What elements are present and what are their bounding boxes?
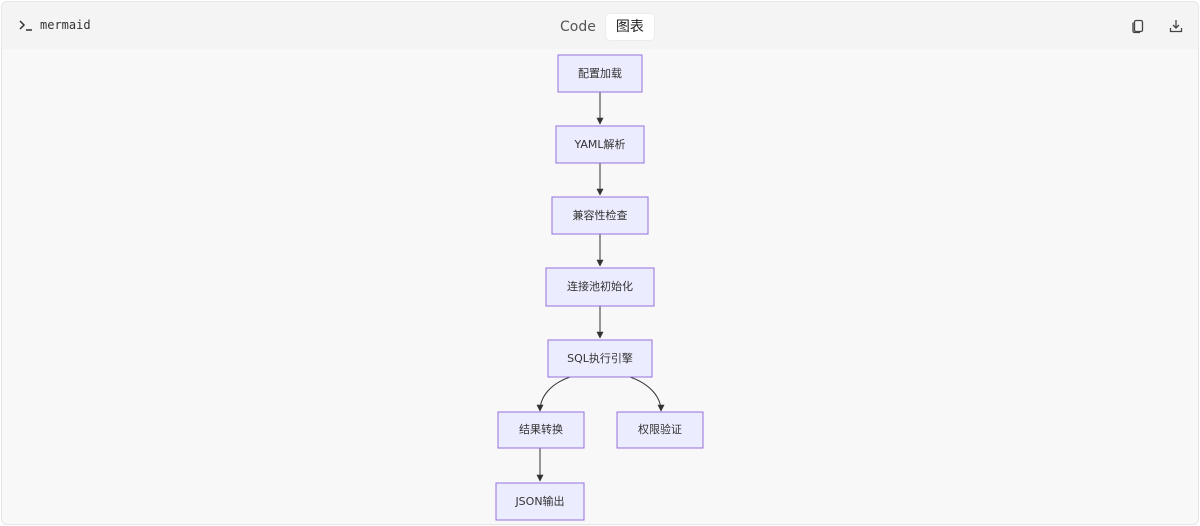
node-label: SQL执行引擎 — [567, 351, 633, 365]
node-json-output[interactable]: JSON输出 — [495, 482, 585, 521]
node-label: 权限验证 — [638, 422, 682, 436]
node-label: 结果转换 — [519, 422, 563, 436]
tab-diagram[interactable]: 图表 — [605, 14, 654, 40]
node-auth-check[interactable]: 权限验证 — [616, 411, 704, 449]
terminal-prompt-icon — [19, 20, 32, 31]
diagram-canvas: 配置加载 YAML解析 兼容性检查 连接池初始化 SQL执行引擎 结果转换 — [2, 49, 1198, 524]
node-pool-init[interactable]: 连接池初始化 — [545, 267, 655, 307]
node-label: 连接池初始化 — [567, 279, 633, 293]
node-yaml-parse[interactable]: YAML解析 — [555, 125, 645, 164]
node-compat-check[interactable]: 兼容性检查 — [551, 196, 649, 235]
node-result-convert[interactable]: 结果转换 — [497, 411, 585, 449]
flowchart-svg: 配置加载 YAML解析 兼容性检查 连接池初始化 SQL执行引擎 结果转换 — [495, 54, 704, 521]
language-label: mermaid — [18, 18, 91, 32]
node-label: 兼容性检查 — [573, 208, 628, 222]
download-button[interactable] — [1166, 16, 1186, 36]
node-label: 配置加载 — [578, 67, 622, 80]
node-sql-engine[interactable]: SQL执行引擎 — [547, 339, 653, 378]
language-name: mermaid — [40, 18, 91, 32]
code-block-toolbar: mermaid Code 图表 — [2, 2, 1198, 49]
edge-sql-convert — [536, 376, 571, 412]
node-label: JSON输出 — [514, 494, 564, 508]
view-tabs: Code 图表 — [552, 14, 654, 40]
copy-button[interactable] — [1128, 16, 1148, 36]
node-config-load[interactable]: 配置加载 — [557, 54, 643, 93]
tab-code[interactable]: Code — [560, 19, 596, 35]
copy-icon — [1132, 19, 1144, 34]
download-icon — [1169, 20, 1183, 33]
edge-sql-auth — [629, 376, 665, 412]
edges — [536, 92, 665, 482]
node-label: YAML解析 — [573, 137, 625, 151]
